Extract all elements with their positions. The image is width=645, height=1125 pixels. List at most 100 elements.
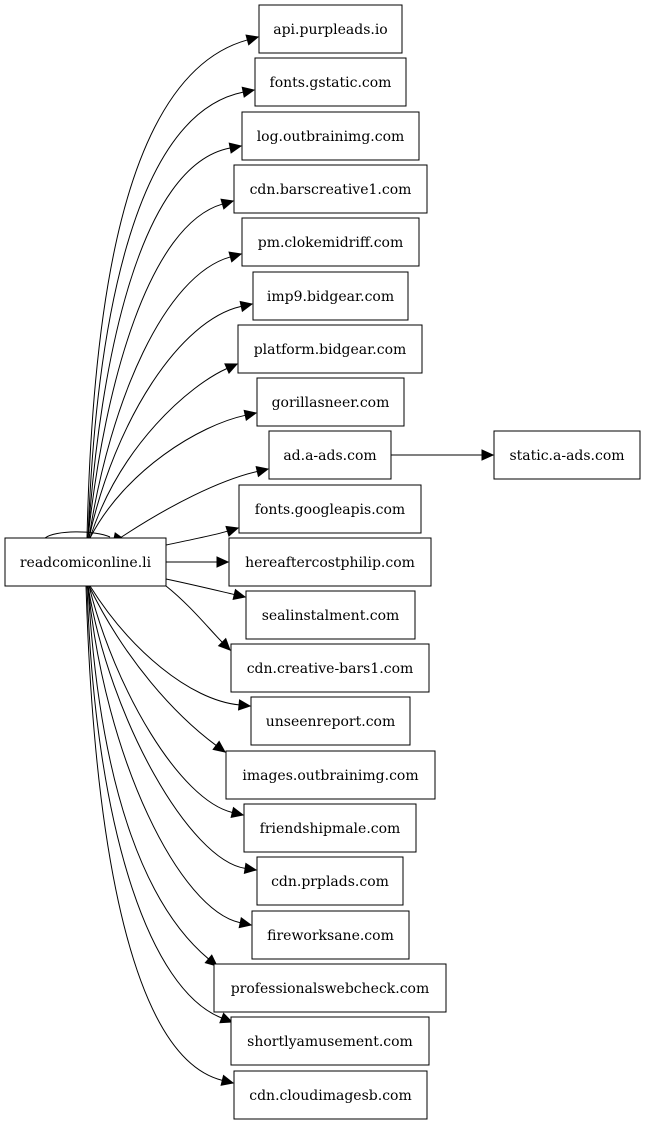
- node-unseenreport: unseenreport.com: [250, 696, 411, 746]
- node-label: log.outbrainimg.com: [257, 129, 405, 145]
- node-shortlyamusement: shortlyamusement.com: [230, 1016, 430, 1066]
- node-imp9-bidgear: imp9.bidgear.com: [252, 271, 409, 321]
- node-box: [228, 537, 432, 587]
- arrowhead: [243, 409, 258, 422]
- node-hereaftercostphilip: hereaftercostphilip.com: [228, 537, 432, 587]
- edge-root-to-fonts-gstatic: [87, 86, 256, 539]
- arrowhead: [228, 251, 243, 263]
- node-box: [493, 430, 641, 480]
- node-label: api.purpleads.io: [273, 22, 387, 38]
- edge-line: [86, 39, 248, 539]
- edge-root-to-ad-a-ads: [119, 465, 270, 539]
- node-label: hereaftercostphilip.com: [245, 555, 415, 571]
- node-label: unseenreport.com: [266, 714, 396, 730]
- arrowhead: [212, 740, 226, 753]
- node-label: images.outbrainimg.com: [242, 768, 418, 784]
- edge-root-to-cdn-cloudimagesb: [85, 585, 235, 1086]
- arrowhead: [220, 198, 235, 210]
- edge-line: [165, 530, 228, 546]
- node-cdn-creative-bars: cdn.creative-bars1.com: [230, 643, 430, 693]
- node-label: cdn.cloudimagesb.com: [249, 1088, 411, 1104]
- edge-line: [86, 585, 222, 1019]
- node-label: cdn.prplads.com: [271, 874, 389, 890]
- edge-root-to-gorillasneer: [89, 409, 258, 539]
- node-cdn-cloudimagesb: cdn.cloudimagesb.com: [233, 1070, 428, 1120]
- edge-line: [87, 585, 241, 924]
- node-box: [241, 217, 420, 267]
- edge-line: [87, 585, 209, 960]
- edge-root-to-unseenreport: [89, 585, 252, 711]
- node-box: [251, 910, 410, 960]
- edge-ad-a-ads-to-static-a-ads: [391, 449, 495, 461]
- edge-root-to-pm-clokemidriff: [88, 251, 243, 539]
- node-label: professionalswebcheck.com: [231, 981, 430, 997]
- node-fireworksane: fireworksane.com: [251, 910, 410, 960]
- edge-root-to-friendshipmale: [88, 585, 245, 818]
- edge-root-to-images-outbrain: [88, 585, 226, 753]
- edge-root-to-fonts-googleapis: [165, 525, 240, 546]
- node-gorillasneer: gorillasneer.com: [256, 377, 405, 427]
- node-box: [243, 803, 417, 853]
- node-label: pm.clokemidriff.com: [258, 235, 404, 251]
- node-platform-bidgear: platform.bidgear.com: [237, 324, 423, 374]
- arrowhead: [224, 363, 239, 374]
- arrowhead: [241, 86, 256, 98]
- node-sealinstalment: sealinstalment.com: [245, 590, 416, 640]
- node-box: [256, 856, 404, 906]
- arrowhead: [204, 954, 218, 967]
- arrowhead: [239, 300, 254, 313]
- arrowhead: [237, 699, 252, 711]
- arrowhead: [255, 465, 270, 478]
- node-box: [225, 750, 436, 800]
- node-label: cdn.barscreative1.com: [250, 182, 412, 198]
- node-pm-clokemidriff: pm.clokemidriff.com: [241, 217, 420, 267]
- node-static-a-ads: static.a-ads.com: [493, 430, 641, 480]
- node-box: [4, 537, 167, 587]
- arrowhead: [243, 862, 258, 874]
- edge-root-to-sealinstalment: [165, 578, 247, 601]
- node-box: [238, 484, 422, 534]
- node-box: [230, 643, 430, 693]
- node-box: [233, 1070, 428, 1120]
- arrowhead: [219, 1012, 234, 1024]
- edge-line: [87, 91, 244, 539]
- node-box: [252, 271, 409, 321]
- edge-line: [87, 203, 223, 539]
- node-cdn-barscreative: cdn.barscreative1.com: [233, 164, 428, 214]
- arrowhead: [220, 1074, 235, 1086]
- edge-line: [89, 414, 246, 539]
- node-box: [245, 590, 416, 640]
- edge-line: [44, 531, 111, 539]
- node-box: [241, 111, 420, 161]
- node-api: api.purpleads.io: [258, 4, 403, 54]
- node-box: [233, 164, 428, 214]
- node-friendshipmale: friendshipmale.com: [243, 803, 417, 853]
- node-box: [237, 324, 423, 374]
- node-box: [258, 4, 403, 54]
- node-ad-a-ads: ad.a-ads.com: [268, 430, 392, 480]
- edge-line: [165, 585, 223, 643]
- edge-root-to-cdn-prplads: [87, 585, 258, 874]
- arrowhead: [245, 34, 260, 46]
- node-box: [254, 57, 407, 107]
- edge-root-to-cdn-creative-bars: [165, 585, 231, 651]
- arrowhead: [225, 525, 240, 537]
- node-label: imp9.bidgear.com: [267, 289, 394, 305]
- arrowhead: [230, 806, 245, 818]
- node-box: [256, 377, 405, 427]
- edge-root-to-cdn-barscreative: [87, 198, 235, 539]
- node-log-outbrain: log.outbrainimg.com: [241, 111, 420, 161]
- edge-line: [88, 585, 217, 746]
- arrowhead: [238, 916, 253, 929]
- node-root: readcomiconline.li: [4, 537, 167, 587]
- node-fonts-gstatic: fonts.gstatic.com: [254, 57, 407, 107]
- edge-root-to-hereaftercostphilip: [166, 556, 230, 568]
- node-label: static.a-ads.com: [509, 448, 624, 464]
- edge-line: [89, 585, 240, 706]
- node-box: [250, 696, 411, 746]
- arrowhead: [232, 588, 247, 601]
- edge-root-to-imp9-bidgear: [88, 300, 254, 539]
- edge-line: [85, 585, 223, 1081]
- node-label: fonts.googleapis.com: [255, 502, 405, 518]
